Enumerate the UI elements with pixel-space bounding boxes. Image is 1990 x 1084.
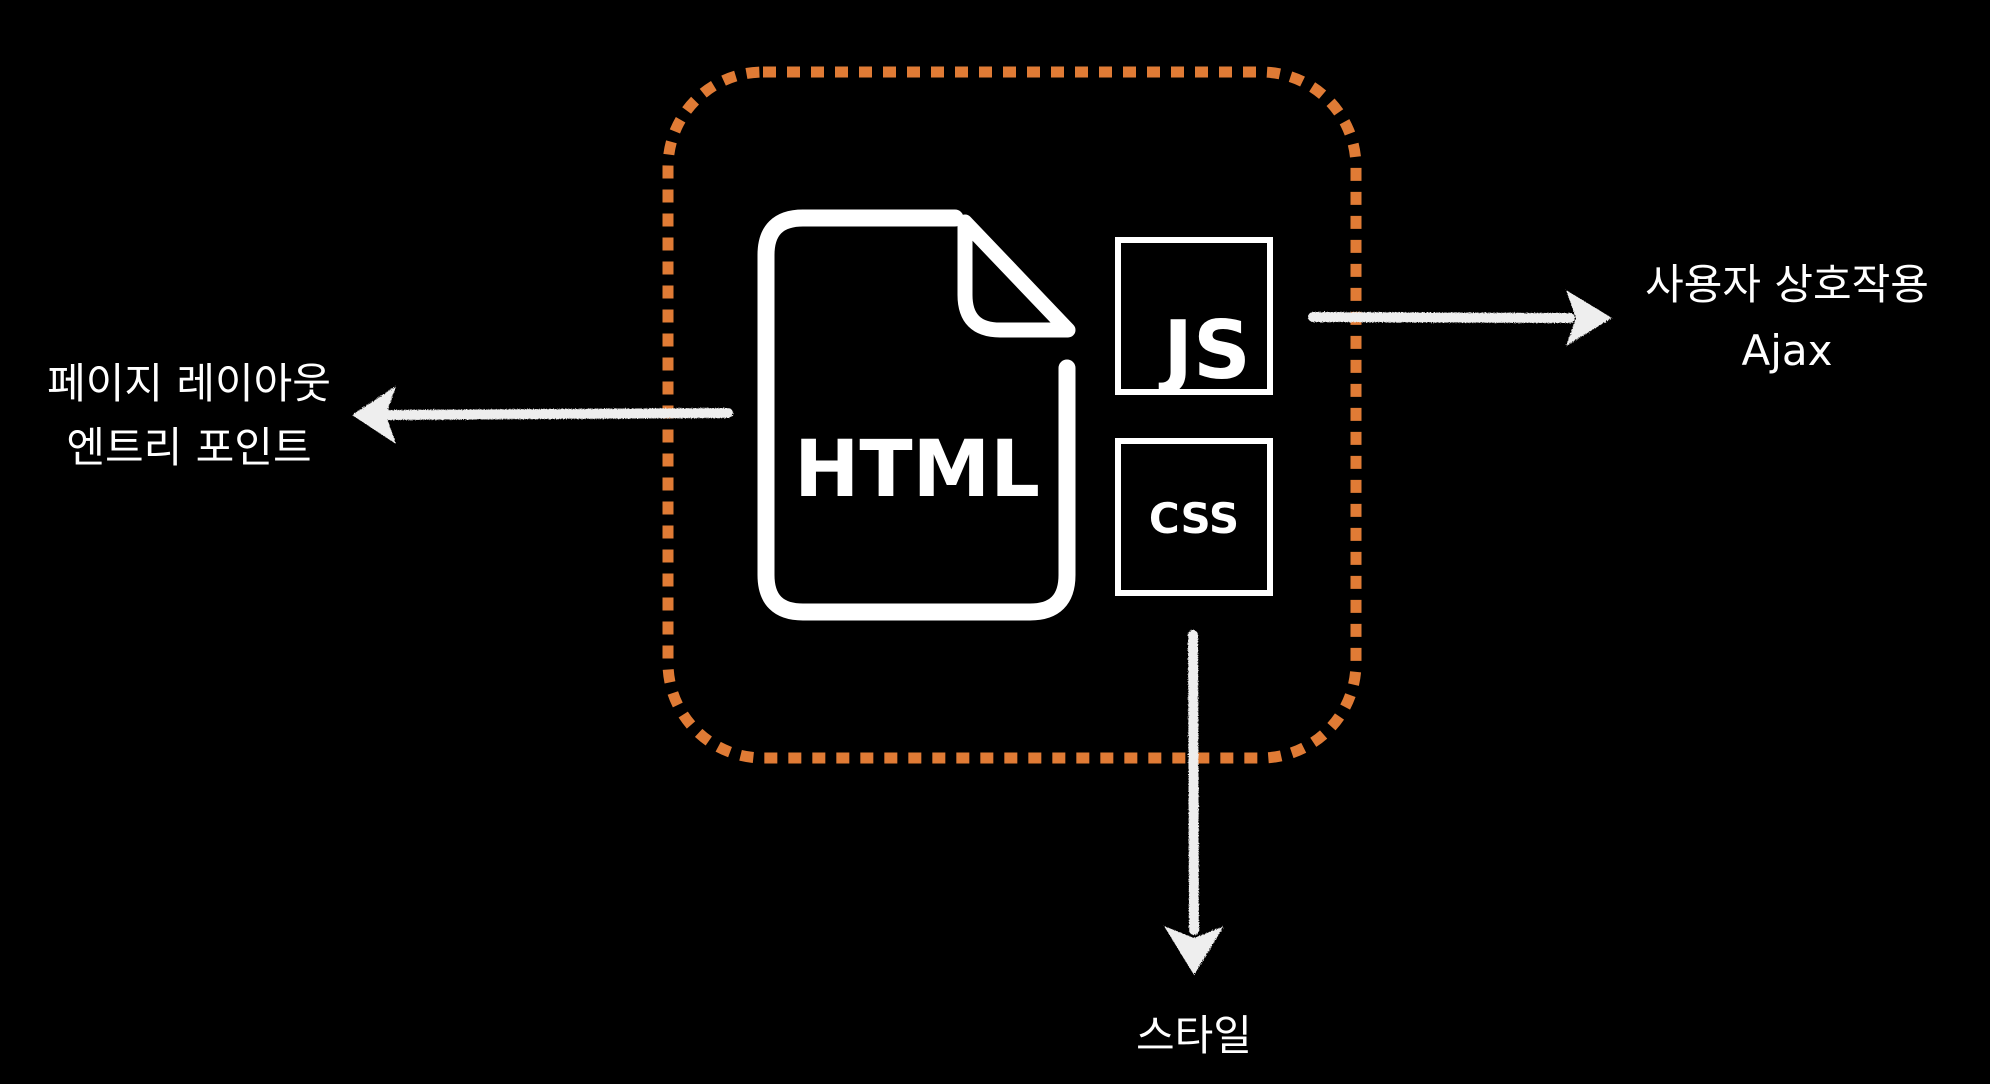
arrow-down <box>1164 630 1224 975</box>
left-label-line2: 엔트리 포인트 <box>66 423 311 472</box>
right-label-line2: Ajax <box>1742 326 1833 375</box>
arrow-left <box>352 386 733 444</box>
arrow-right <box>1308 290 1612 346</box>
right-label-line1: 사용자 상호작용 <box>1645 260 1929 309</box>
left-label-line1: 페이지 레이아웃 <box>47 359 331 408</box>
css-icon: CSS <box>1115 438 1273 596</box>
css-icon-text: CSS <box>1149 494 1239 543</box>
html-icon-text: HTML <box>794 425 1040 515</box>
js-icon-text: JS <box>1158 304 1250 397</box>
html-file-icon: HTML <box>757 209 1076 621</box>
bottom-label: 스타일 <box>1136 1011 1252 1060</box>
html-file-outline <box>757 209 1076 621</box>
js-icon-box <box>1115 237 1273 395</box>
css-icon-box <box>1115 438 1273 596</box>
js-icon: JS <box>1115 237 1273 397</box>
html-file-fold <box>957 214 1076 338</box>
